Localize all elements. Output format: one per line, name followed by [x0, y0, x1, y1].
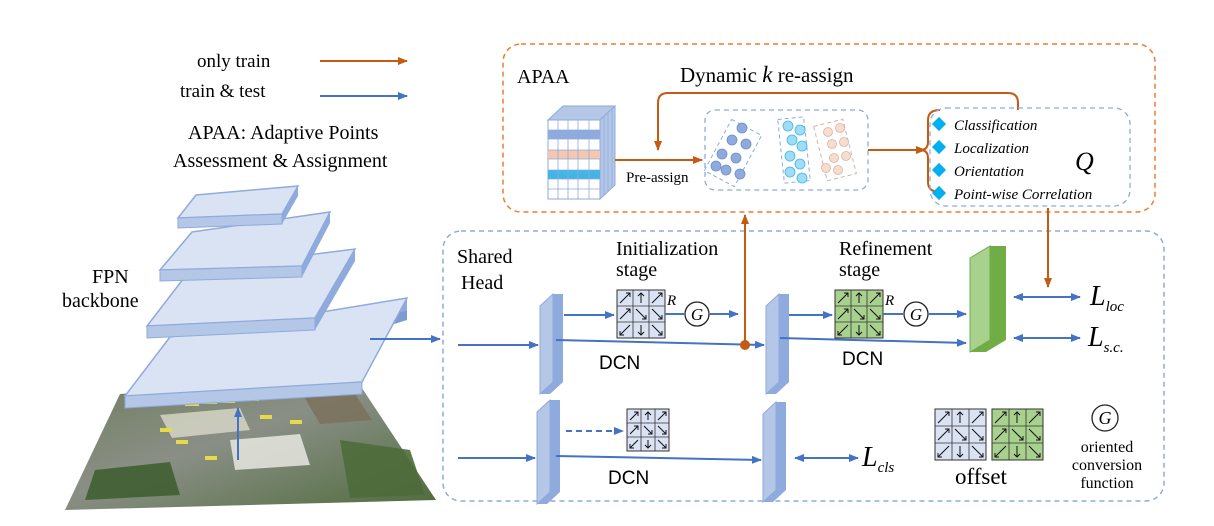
- init-dcn-label: DCN: [599, 353, 640, 374]
- init-dcn-arrow: [555, 339, 765, 349]
- diamond-icon: [931, 162, 947, 178]
- init-stage-label-line1: Initialization: [616, 238, 718, 260]
- fpn-level-2: [158, 211, 332, 282]
- refine-dcn-arrow: [779, 337, 967, 347]
- legend-only-train-label: only train: [197, 51, 271, 72]
- refine-g-symbol: G: [910, 305, 922, 324]
- init-offset-grid: [616, 289, 666, 339]
- init-r-symbol: R: [666, 293, 676, 309]
- apaa-title: APAA: [517, 66, 570, 88]
- legend-train-test-label: train & test: [180, 81, 266, 102]
- quality-item-orientation: Orientation: [954, 164, 1024, 180]
- ocf-label-line3: function: [1080, 475, 1133, 492]
- pre-assign-label: Pre-assign: [626, 170, 689, 186]
- ocf-label-line2: conversion: [1072, 457, 1142, 474]
- branch-dot: [740, 340, 750, 350]
- quality-list: Classification Localization Orientation …: [931, 116, 1092, 203]
- apaa-definition-line2: Assessment & Assignment: [173, 150, 388, 172]
- loss-sc-label: Ls.c.: [1087, 322, 1124, 356]
- init-g-symbol: G: [691, 305, 703, 324]
- apaa-box: APAA Dynamic k re-assign: [502, 43, 1156, 213]
- fpn-level-4: [123, 297, 409, 409]
- refine-stage-label-line2: stage: [839, 259, 880, 281]
- apaa-definition-line1: APAA: Adaptive Points: [188, 122, 379, 144]
- offset-legend-blue-grid: [934, 408, 987, 461]
- shared-head-label-line1: Shared: [457, 246, 513, 268]
- head-box: Shared Head Initialization stage Refinem…: [442, 208, 1165, 506]
- shared-head-label-line2: Head: [461, 272, 503, 294]
- cls-offset-grid: [626, 408, 670, 452]
- feature-map-top-2: [765, 292, 789, 396]
- ocf-label-line1: oriented: [1081, 439, 1133, 456]
- refine-r-symbol: R: [884, 293, 894, 309]
- backbone-label: backbone: [62, 290, 139, 312]
- head-border: [442, 230, 1165, 502]
- anchor-grid-cube: [546, 104, 617, 201]
- quality-box: [929, 107, 1131, 207]
- loss-loc-label: Lloc: [1089, 281, 1124, 315]
- fpn-backbone: FPN backbone: [62, 185, 441, 510]
- quality-item-classification: Classification: [954, 118, 1037, 134]
- offset-label: offset: [955, 464, 1008, 489]
- apaa-border: [502, 43, 1156, 213]
- point-set-peach: [813, 118, 857, 182]
- reassign-loop-arrow: [654, 92, 1019, 151]
- loss-cls-label: Lcls: [861, 442, 894, 476]
- feature-map-bottom-1: [536, 398, 560, 506]
- fpn-level-1: [176, 185, 300, 229]
- point-set-cyan: [777, 116, 811, 184]
- refine-offset-grid: [834, 289, 884, 339]
- quality-brace: [919, 109, 941, 193]
- point-set-blue: [703, 118, 763, 188]
- feature-map-top-1: [539, 292, 563, 396]
- diamond-icon: [931, 116, 947, 132]
- ocf-g-circle-icon: [1091, 404, 1119, 432]
- dynamic-reassign-label: Dynamic k re-assign: [680, 62, 854, 87]
- quality-item-localization: Localization: [953, 141, 1029, 157]
- green-feature-map: [969, 245, 1006, 353]
- diamond-icon: [931, 185, 947, 201]
- refine-dcn-label: DCN: [842, 349, 883, 370]
- legend: only train train & test APAA: Adaptive P…: [173, 51, 408, 172]
- offset-legend-green-grid: [991, 408, 1044, 461]
- quality-item-pointwise: Point-wise Correlation: [953, 187, 1092, 203]
- ocf-g-symbol: G: [1099, 408, 1112, 428]
- feature-map-bottom-2: [762, 400, 786, 504]
- cls-dcn-arrow: [555, 455, 762, 464]
- diamond-icon: [931, 139, 947, 155]
- refine-stage-label-line1: Refinement: [839, 238, 933, 260]
- quality-symbol-q: Q: [1075, 147, 1094, 176]
- cls-dcn-label: DCN: [608, 468, 649, 489]
- init-stage-label-line2: stage: [616, 259, 657, 281]
- fpn-label: FPN: [92, 266, 129, 288]
